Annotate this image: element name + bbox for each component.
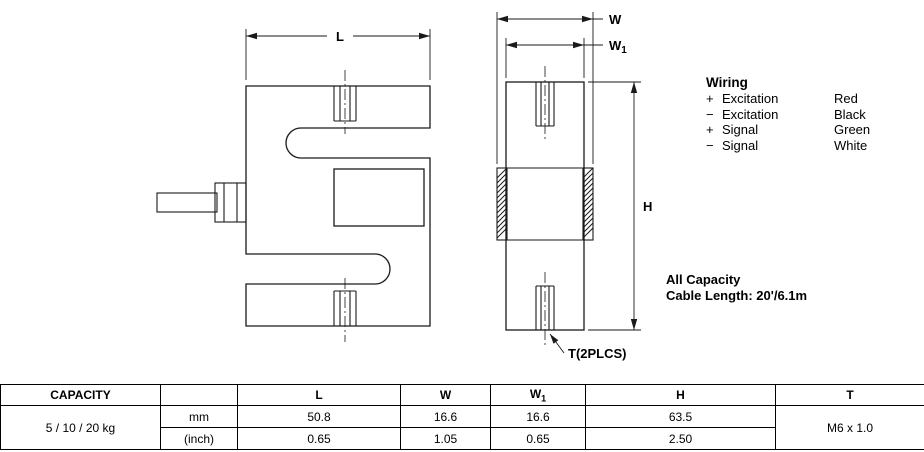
table-header-row: CAPACITY L W W1 H T [0, 384, 924, 406]
spec-table: CAPACITY L W W1 H T 5 / 10 / 20 kg mm 50… [0, 384, 924, 450]
wiring-sign: + [706, 122, 714, 137]
wiring-sign: − [706, 137, 714, 153]
capacity-value: 5 / 10 / 20 kg [0, 405, 161, 450]
thread-callout-label: T(2PLCS) [568, 346, 627, 361]
dim-H: H [588, 81, 652, 331]
value-w-inch: 1.05 [400, 427, 491, 450]
thread-callout: T(2PLCS) [549, 333, 627, 361]
gauge-strip-left-hatch [496, 167, 508, 239]
dim-label-H: H [643, 199, 652, 214]
dim-label-W: W [609, 12, 622, 27]
value-l-mm: 50.8 [237, 405, 401, 428]
col-header-h: H [585, 384, 776, 406]
wiring-color: Green [834, 122, 871, 137]
wiring-panel: Wiring + Excitation Red − Excitation Bla… [706, 74, 870, 153]
note-line-2: Cable Length: 20'/6.1m [666, 287, 808, 303]
col-header-w: W [400, 384, 491, 406]
technical-drawing: L [156, 12, 652, 361]
value-w-mm: 16.6 [400, 405, 491, 428]
col-header-w1: W1 [490, 384, 586, 406]
dim-label-L: L [336, 29, 344, 44]
unit-label-mm: mm [160, 405, 238, 428]
center-aperture [333, 168, 425, 227]
value-h-mm: 63.5 [585, 405, 776, 428]
front-view [156, 70, 431, 342]
side-bottom-thread [535, 285, 555, 330]
table-row-inch: (inch) 0.65 1.05 0.65 2.50 [1, 427, 924, 450]
front-view-outline [245, 85, 431, 327]
value-l-inch: 0.65 [237, 427, 401, 450]
wiring-table: + Excitation Red − Excitation Black + Si… [706, 91, 870, 153]
wiring-name: Excitation [722, 106, 779, 122]
wiring-color: Black [834, 106, 866, 122]
cable-stub [156, 192, 218, 213]
wiring-title: Wiring [706, 75, 748, 90]
gauge-strip-right-hatch [582, 167, 594, 239]
side-view [496, 66, 594, 346]
gauge-strip-right [582, 167, 594, 241]
note-line-1: All Capacity [666, 272, 741, 287]
dim-L: L [245, 29, 431, 80]
dim-W: W [496, 12, 622, 164]
wiring-color: White [834, 137, 868, 153]
capacity-note: All Capacity Cable Length: 20'/6.1m [666, 272, 807, 303]
dim-W1: W1 [505, 38, 627, 78]
wiring-name: Excitation [722, 91, 779, 106]
front-bottom-thread [333, 290, 357, 326]
wiring-name: Signal [722, 122, 759, 137]
col-header-capacity: CAPACITY [0, 384, 161, 406]
wiring-name: Signal [722, 137, 759, 153]
front-top-thread [333, 86, 357, 122]
unit-label-inch: (inch) [160, 427, 238, 450]
table-row-mm: 5 / 10 / 20 kg mm 50.8 16.6 16.6 63.5 M6… [0, 405, 924, 450]
col-header-unit [160, 384, 238, 406]
gauge-strip-left [496, 167, 508, 241]
value-w1-mm: 16.6 [490, 405, 586, 428]
thread-spec-value: M6 x 1.0 [775, 405, 924, 450]
hex-nut [214, 182, 247, 223]
wiring-color: Red [834, 91, 858, 106]
dim-label-W1: W1 [609, 38, 627, 56]
col-header-l: L [237, 384, 401, 406]
col-header-t: T [775, 384, 924, 406]
wiring-sign: + [706, 91, 714, 106]
value-w1-inch: 0.65 [490, 427, 586, 450]
value-h-inch: 2.50 [585, 427, 776, 450]
wiring-sign: − [706, 106, 714, 122]
